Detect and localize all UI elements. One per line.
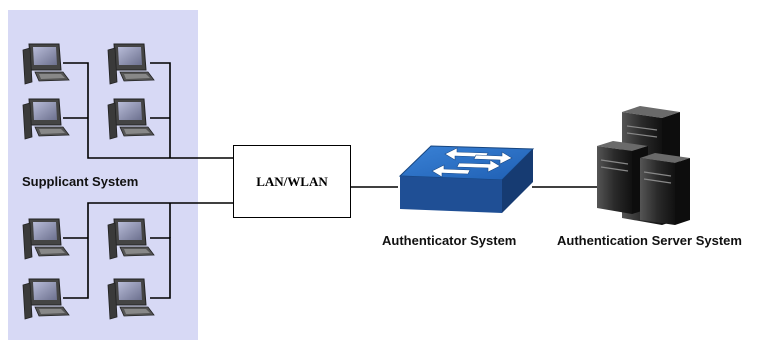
authenticator-system-label: Authenticator System bbox=[382, 233, 517, 248]
lan-wlan-box: LAN/WLAN bbox=[233, 145, 351, 218]
lan-wlan-label: LAN/WLAN bbox=[256, 173, 328, 189]
network-switch-icon bbox=[398, 145, 535, 213]
supplicant-links-top bbox=[63, 62, 233, 159]
desktop-computer-icon bbox=[107, 98, 155, 140]
desktop-computer-icon bbox=[107, 278, 155, 320]
desktop-computer-icon bbox=[22, 278, 70, 320]
supplicant-links-bottom bbox=[63, 202, 233, 299]
server-tower-icon bbox=[597, 106, 690, 225]
desktop-computer-icon bbox=[22, 43, 70, 85]
desktop-computer-icon bbox=[22, 218, 70, 260]
desktop-computer-icon bbox=[107, 218, 155, 260]
desktop-computer-icon bbox=[22, 98, 70, 140]
authentication-server-label: Authentication Server System bbox=[557, 233, 742, 248]
supplicant-system-label: Supplicant System bbox=[22, 174, 139, 189]
desktop-computer-icon bbox=[107, 43, 155, 85]
